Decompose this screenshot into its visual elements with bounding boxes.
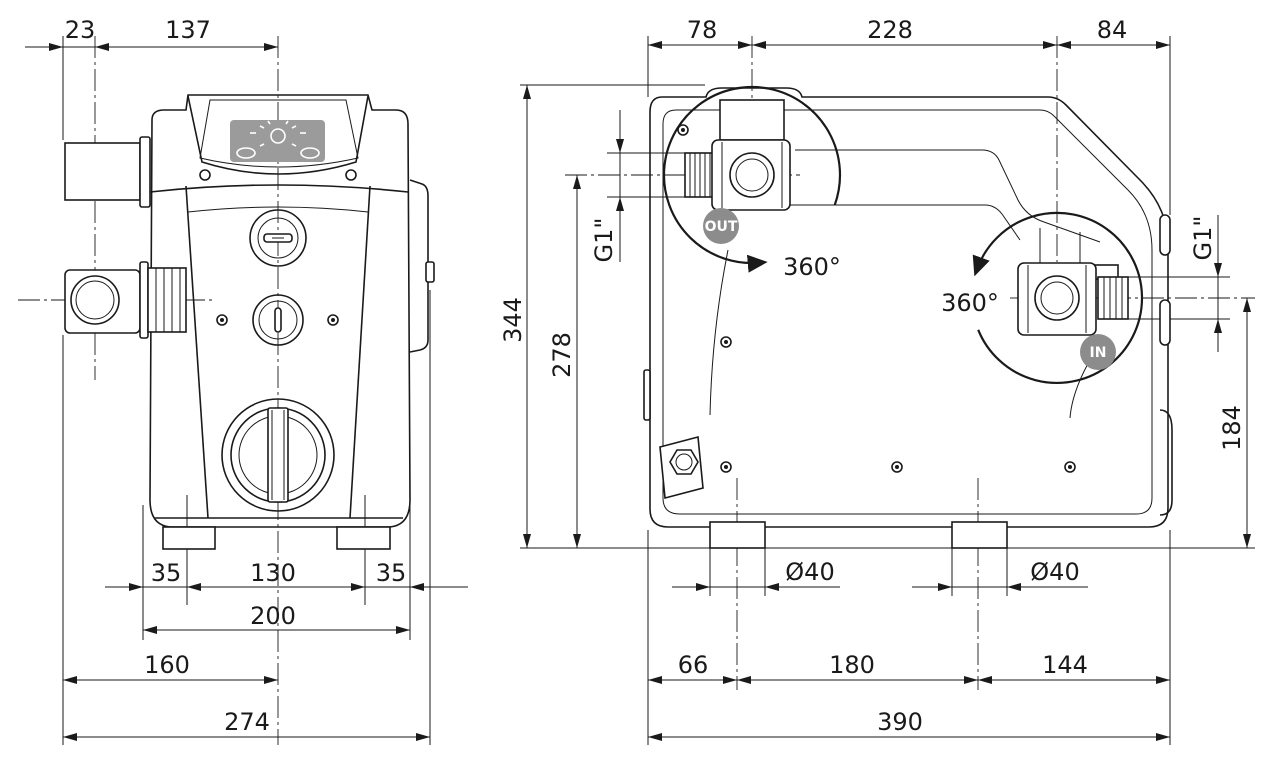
display-right-button-icon xyxy=(300,147,320,159)
display-center-icon xyxy=(270,128,286,144)
side-screw-bottom-left-icon xyxy=(720,461,732,473)
front-screw-left-icon xyxy=(216,314,228,326)
side-screw-mid-left-icon xyxy=(720,336,732,348)
front-outlet-pipe xyxy=(64,136,151,208)
inlet-badge-label: IN xyxy=(1090,345,1107,361)
dim-label-foot-spacing: 130 xyxy=(250,559,296,587)
front-housing-outline xyxy=(149,94,411,528)
dim-label-inlet-height: 184 xyxy=(1218,405,1246,451)
front-dimension-lines xyxy=(25,43,468,741)
dim-label-outlet-height: 278 xyxy=(548,332,576,378)
side-foot-left xyxy=(709,521,766,549)
dim-label-foot-left: 35 xyxy=(151,559,182,587)
dim-label-foot-left-diameter: Ø40 xyxy=(785,558,834,586)
outlet-rotation-label: 360° xyxy=(783,253,841,281)
front-view: 23 137 35 130 35 200 160 274 xyxy=(18,16,468,745)
dim-label-side-bottom-middle: 180 xyxy=(829,651,875,679)
dim-label-foot-right-diameter: Ø40 xyxy=(1030,558,1079,586)
dim-label-overall-width: 274 xyxy=(224,708,270,736)
inlet-fitting xyxy=(1017,228,1129,336)
dim-label-pipe-offset: 23 xyxy=(65,16,96,44)
outlet-badge-label: OUT xyxy=(705,219,738,235)
dim-label-side-top-left: 78 xyxy=(687,16,718,44)
outlet-badge: OUT xyxy=(703,208,739,244)
outlet-rotation-arc xyxy=(662,85,842,273)
front-top-panel xyxy=(187,95,369,175)
dim-label-overall-length: 390 xyxy=(877,708,923,736)
dim-label-center-offset-bottom: 160 xyxy=(144,651,190,679)
side-bulge-middle xyxy=(1159,299,1171,346)
side-screw-bottom-right-icon xyxy=(1064,461,1076,473)
panel-screw-left-icon xyxy=(199,169,211,181)
outlet-fitting xyxy=(684,99,791,211)
side-extension-lines xyxy=(520,36,1255,745)
drain-plug xyxy=(659,435,704,500)
control-panel-display xyxy=(230,120,325,162)
dim-label-side-bottom-right: 144 xyxy=(1042,651,1088,679)
front-face-left-edge xyxy=(185,185,209,519)
dim-label-foot-right: 35 xyxy=(376,559,407,587)
side-screw-top-left-icon xyxy=(677,124,689,136)
dim-label-side-top-right: 84 xyxy=(1097,16,1128,44)
dim-label-center-offset-top: 137 xyxy=(165,16,211,44)
front-middle-plug xyxy=(252,294,304,346)
front-screw-right-icon xyxy=(327,314,339,326)
front-foot-left xyxy=(162,526,216,550)
side-view: OUT IN xyxy=(499,16,1255,745)
dim-label-inlet-thread: G1" xyxy=(1189,216,1217,261)
dim-label-base-width: 200 xyxy=(250,602,296,630)
front-body-band-upper xyxy=(149,184,409,193)
side-housing-inner-outline xyxy=(662,109,1153,515)
side-housing-rib-lower xyxy=(790,204,1021,241)
display-left-button-icon xyxy=(236,147,256,159)
front-body-band-lower xyxy=(187,206,369,213)
dim-label-outlet-thread: G1" xyxy=(590,218,618,263)
side-bulge-lower xyxy=(1159,409,1173,516)
side-housing-rib-upper xyxy=(795,149,1101,243)
front-face-right-edge xyxy=(349,185,371,519)
front-top-knob xyxy=(249,209,307,267)
dim-label-overall-height: 344 xyxy=(499,297,527,343)
side-dimension-lines xyxy=(523,41,1251,741)
front-side-tab xyxy=(425,261,435,283)
inlet-badge: IN xyxy=(1080,334,1116,370)
side-bulge-upper xyxy=(1159,214,1171,256)
front-inlet-connection xyxy=(64,261,187,339)
dim-label-side-bottom-left: 66 xyxy=(678,651,709,679)
panel-screw-right-icon xyxy=(345,169,357,181)
side-housing-curve-left xyxy=(709,249,729,416)
inlet-rotation-label: 360° xyxy=(941,289,999,317)
side-housing-curve-right xyxy=(1069,359,1091,419)
front-foot-right xyxy=(336,526,391,550)
display-led-ring-icon xyxy=(250,120,306,147)
front-filter-cover xyxy=(221,398,335,512)
side-housing-outline xyxy=(649,87,1169,528)
side-foot-right xyxy=(951,521,1008,549)
inlet-rotation-arc xyxy=(972,211,1144,384)
side-screw-bottom-center-icon xyxy=(891,461,903,473)
side-bulge-left xyxy=(643,369,651,421)
dim-label-side-top-middle: 228 xyxy=(867,16,913,44)
front-top-panel-inner xyxy=(199,99,359,168)
